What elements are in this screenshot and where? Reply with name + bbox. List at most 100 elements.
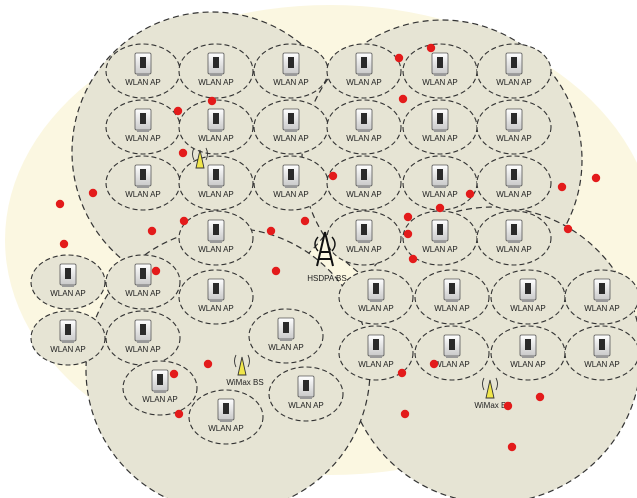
wlan-ap-icon	[207, 164, 225, 188]
wlan-ap-icon	[217, 398, 235, 422]
user-device-dot	[88, 188, 98, 198]
wimax-bs-label: WiMax BS	[226, 378, 263, 387]
wlan-ap-label: WLAN AP	[510, 304, 546, 313]
wlan-ap-cell: WLAN AP	[253, 155, 329, 211]
wlan-ap-cell: WLAN AP	[476, 99, 552, 155]
wlan-ap-icon	[277, 317, 295, 341]
wlan-ap-label: WLAN AP	[584, 360, 620, 369]
cell-tower-icon	[314, 231, 336, 267]
user-device-dot	[59, 239, 69, 249]
wlan-ap-cell: WLAN AP	[338, 269, 414, 325]
wlan-ap-label: WLAN AP	[198, 245, 234, 254]
wlan-ap-icon	[431, 164, 449, 188]
wlan-ap-label: WLAN AP	[142, 395, 178, 404]
wimax-antenna-icon	[234, 354, 250, 376]
wlan-ap-icon	[134, 164, 152, 188]
user-device-dot	[169, 369, 179, 379]
wlan-ap-cell: WLAN AP	[30, 310, 106, 366]
user-device-dot	[271, 266, 281, 276]
wlan-ap-icon	[593, 278, 611, 302]
wlan-ap-icon	[59, 263, 77, 287]
user-device-dot	[178, 148, 188, 158]
wlan-ap-label: WLAN AP	[273, 134, 309, 143]
user-device-dot	[465, 189, 475, 199]
user-device-dot	[503, 401, 513, 411]
wlan-ap-icon	[355, 108, 373, 132]
wlan-ap-label: WLAN AP	[125, 345, 161, 354]
user-device-dot	[203, 359, 213, 369]
wlan-ap-icon	[443, 278, 461, 302]
user-device-dot	[591, 173, 601, 183]
wimax-base-station: WiMax BS	[474, 377, 512, 410]
user-device-dot	[426, 43, 436, 53]
wlan-ap-label: WLAN AP	[346, 190, 382, 199]
wlan-ap-icon	[207, 278, 225, 302]
wlan-ap-label: WLAN AP	[422, 245, 458, 254]
wlan-ap-cell: WLAN AP	[326, 99, 402, 155]
wlan-ap-cell: WLAN AP	[105, 155, 181, 211]
wlan-ap-cell: WLAN AP	[326, 210, 402, 266]
wlan-ap-icon	[505, 219, 523, 243]
wlan-ap-cell: WLAN AP	[105, 254, 181, 310]
user-device-dot	[435, 203, 445, 213]
wlan-ap-label: WLAN AP	[198, 78, 234, 87]
wlan-ap-icon	[282, 52, 300, 76]
wlan-ap-cell: WLAN AP	[402, 210, 478, 266]
wlan-ap-icon	[355, 52, 373, 76]
wlan-ap-cell: WLAN AP	[178, 269, 254, 325]
wlan-ap-label: WLAN AP	[510, 360, 546, 369]
wlan-ap-cell: WLAN AP	[268, 366, 344, 422]
wlan-ap-label: WLAN AP	[346, 245, 382, 254]
wlan-ap-label: WLAN AP	[496, 78, 532, 87]
wlan-ap-label: WLAN AP	[422, 190, 458, 199]
wlan-ap-icon	[355, 219, 373, 243]
wimax-antenna-icon	[192, 147, 208, 169]
hsdpa-base-station: HSDPA BS	[307, 231, 347, 283]
wlan-ap-label: WLAN AP	[422, 78, 458, 87]
wlan-ap-cell: WLAN AP	[476, 43, 552, 99]
user-device-dot	[151, 266, 161, 276]
wlan-ap-cell: WLAN AP	[178, 43, 254, 99]
wlan-ap-cell: WLAN AP	[476, 155, 552, 211]
user-device-dot	[174, 409, 184, 419]
user-device-dot	[266, 226, 276, 236]
wlan-ap-cell: WLAN AP	[30, 254, 106, 310]
wlan-ap-label: WLAN AP	[50, 345, 86, 354]
user-device-dot	[147, 226, 157, 236]
wlan-ap-icon	[355, 164, 373, 188]
wlan-ap-label: WLAN AP	[198, 134, 234, 143]
wlan-ap-cell: WLAN AP	[178, 210, 254, 266]
wlan-ap-cell: WLAN AP	[338, 325, 414, 381]
wlan-ap-icon	[431, 219, 449, 243]
wlan-ap-cell: WLAN AP	[178, 155, 254, 211]
base-stations: HSDPA BS WiMax BS WiMax BS	[192, 147, 512, 410]
user-device-dot	[557, 182, 567, 192]
wlan-ap-cell: WLAN AP	[414, 269, 490, 325]
user-device-dot	[507, 442, 517, 452]
wlan-ap-icon	[297, 375, 315, 399]
wimax-base-station	[192, 147, 208, 169]
wlan-ap-cell: WLAN AP	[402, 43, 478, 99]
wlan-ap-label: WLAN AP	[125, 78, 161, 87]
user-device-dot	[408, 254, 418, 264]
wlan-ap-cell: WLAN AP	[105, 99, 181, 155]
wlan-ap-cell: WLAN AP	[122, 360, 198, 416]
user-device-dot	[173, 106, 183, 116]
wlan-ap-label: WLAN AP	[125, 190, 161, 199]
wlan-ap-label: WLAN AP	[198, 190, 234, 199]
user-device-dot	[55, 199, 65, 209]
wlan-ap-cell: WLAN AP	[402, 155, 478, 211]
user-device-dot	[398, 94, 408, 104]
wlan-ap-icon	[207, 219, 225, 243]
user-device-dot	[328, 171, 338, 181]
wlan-ap-label: WLAN AP	[496, 190, 532, 199]
wlan-ap-label: WLAN AP	[496, 134, 532, 143]
wlan-ap-cell: WLAN AP	[105, 43, 181, 99]
wlan-ap-cell: WLAN AP	[326, 155, 402, 211]
user-device-dot	[403, 212, 413, 222]
user-devices	[55, 43, 601, 452]
wlan-ap-icon	[134, 52, 152, 76]
wlan-ap-label: WLAN AP	[273, 190, 309, 199]
wlan-ap-icon	[443, 334, 461, 358]
